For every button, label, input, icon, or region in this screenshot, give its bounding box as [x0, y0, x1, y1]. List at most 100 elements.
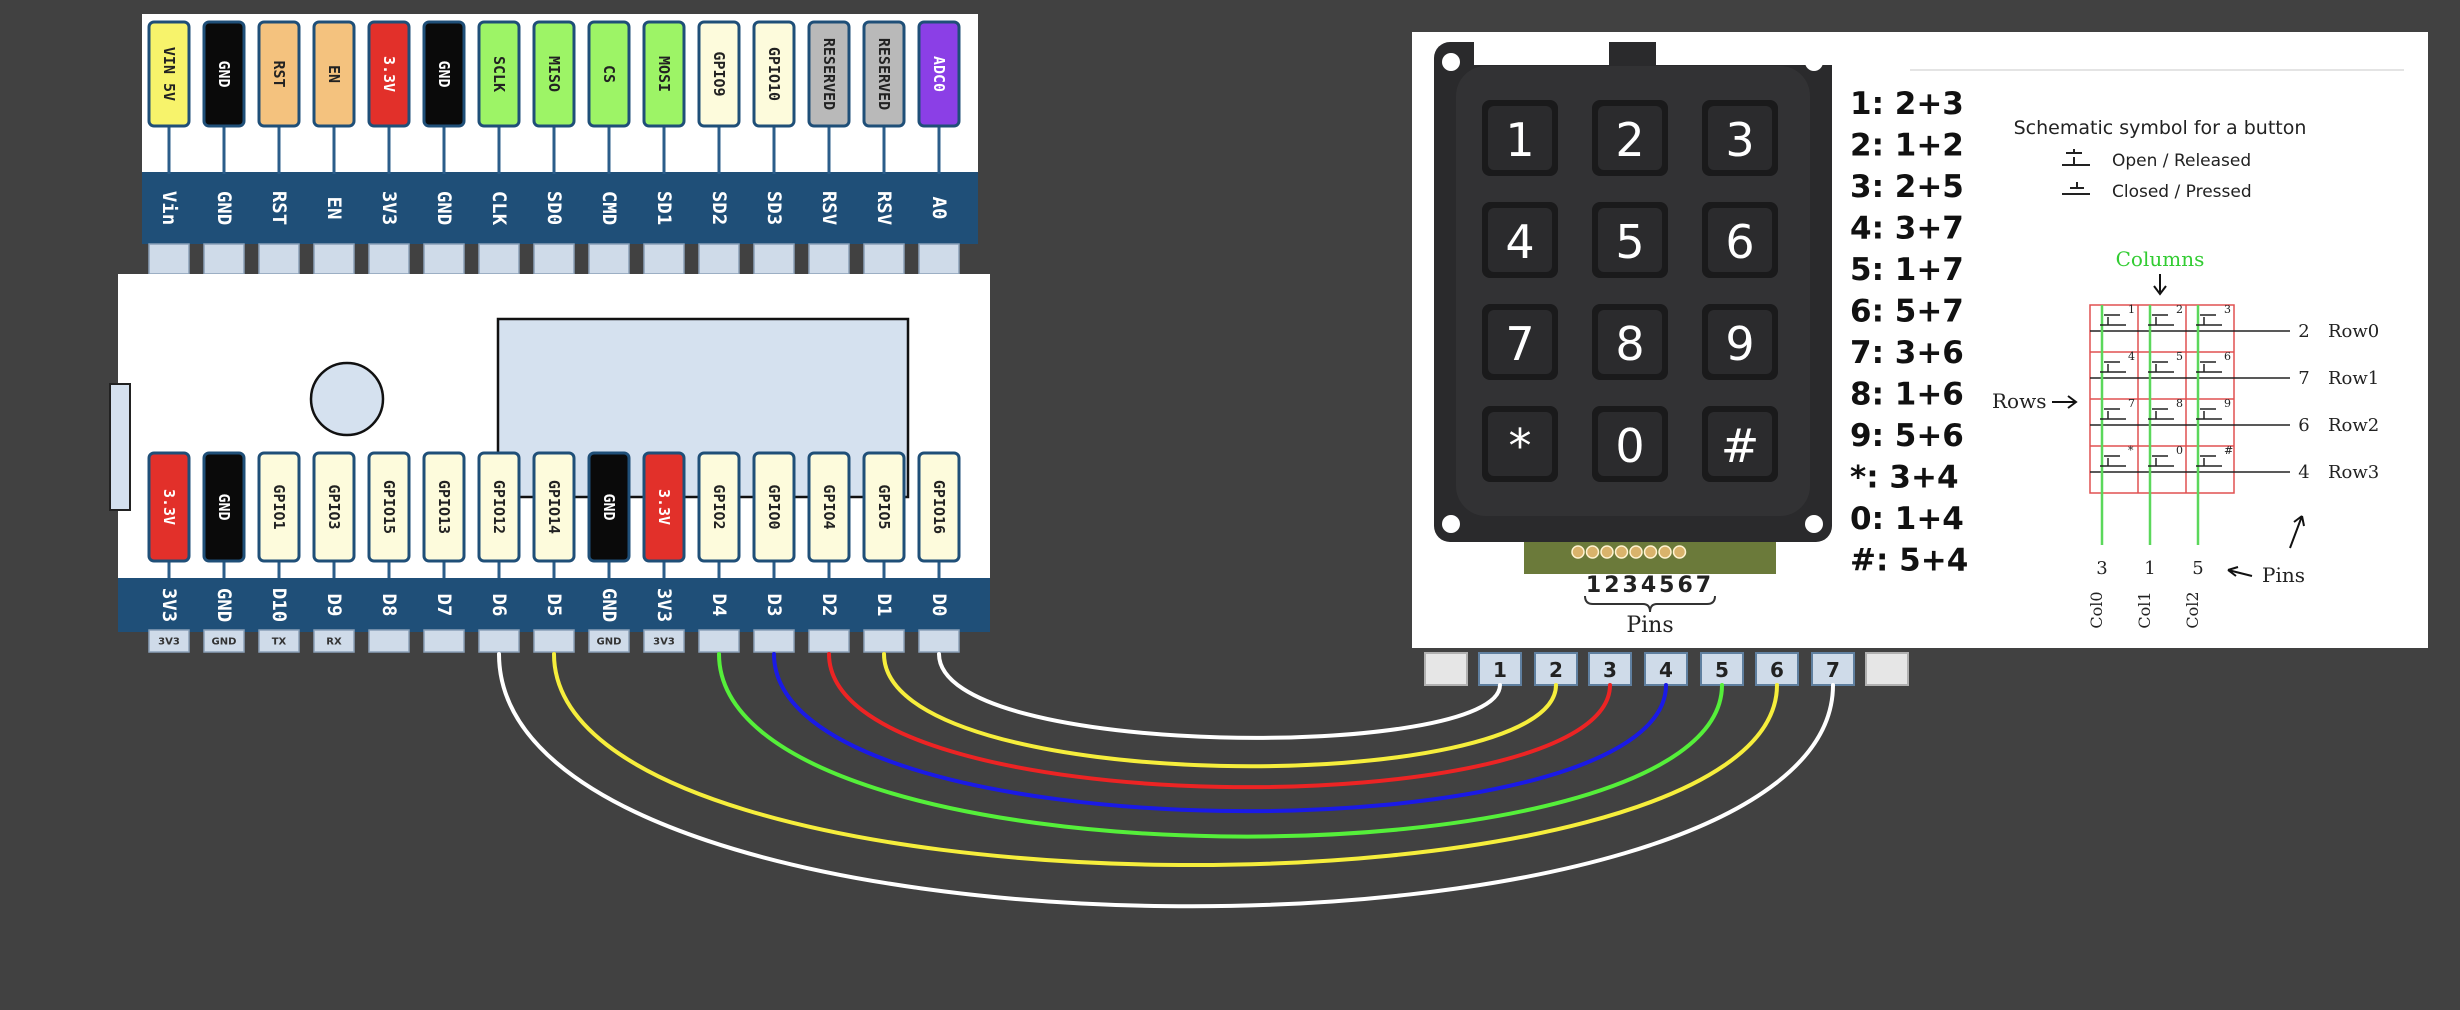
- header-pin-sd0[interactable]: [533, 243, 575, 275]
- schematic-key: 9: [2224, 397, 2231, 410]
- header-pin-3v3[interactable]: [368, 243, 410, 275]
- key-7[interactable]: 7: [1482, 304, 1558, 380]
- socket-label: GND: [212, 637, 237, 648]
- pin-label-d4: D4: [708, 594, 730, 617]
- header-pin-sd1[interactable]: [643, 243, 685, 275]
- pin-label-vin: Vin: [158, 191, 180, 225]
- header-pin-d1[interactable]: [863, 629, 905, 653]
- header-pin-d0[interactable]: [918, 629, 960, 653]
- socket-label: GND: [597, 637, 622, 648]
- header-pin-d8[interactable]: [368, 629, 410, 653]
- chip-label: GPIO15: [380, 480, 398, 534]
- header-pin-a0[interactable]: [918, 243, 960, 275]
- chip-label: ADC0: [930, 56, 948, 92]
- header-pin-vin[interactable]: [148, 243, 190, 275]
- combo-line: 2: 1+2: [1850, 128, 1964, 164]
- chip-label: VIN 5V: [160, 47, 178, 101]
- keypad-connector-pin-2[interactable]: 2: [1534, 652, 1578, 686]
- keypad-connector-pin-7[interactable]: 7: [1811, 652, 1855, 686]
- keypad-connector-pin-5[interactable]: 5: [1700, 652, 1744, 686]
- key-1[interactable]: 1: [1482, 100, 1558, 176]
- keypad-connector-pin-3[interactable]: 3: [1588, 652, 1632, 686]
- keypad-connector-pin-6[interactable]: 6: [1755, 652, 1799, 686]
- keypad-connector-pin-1[interactable]: 1: [1478, 652, 1522, 686]
- key-5[interactable]: 5: [1592, 202, 1668, 278]
- key-label: 1: [1505, 113, 1534, 167]
- header-pin-cmd[interactable]: [588, 243, 630, 275]
- keypad-connector-pin-4[interactable]: 4: [1644, 652, 1688, 686]
- chip-label: GND: [215, 60, 233, 87]
- connector-pin-label: 1: [1493, 658, 1507, 682]
- closed-label: Closed / Pressed: [2112, 182, 2252, 202]
- row-pin: 7: [2298, 368, 2309, 389]
- row-name: Row3: [2328, 462, 2379, 483]
- header-pin-sd3[interactable]: [753, 243, 795, 275]
- top-header-label-strip: [142, 172, 978, 244]
- pin-label-d3: D3: [763, 594, 785, 617]
- header-pin-gnd[interactable]: [588, 629, 630, 653]
- header-pin-d6[interactable]: [478, 629, 520, 653]
- key-9[interactable]: 9: [1702, 304, 1778, 380]
- key-hash[interactable]: #: [1702, 406, 1778, 482]
- key-label: #: [1721, 419, 1760, 473]
- header-pin-3v3[interactable]: [148, 629, 190, 653]
- header-pin-d4[interactable]: [698, 629, 740, 653]
- key-label: 5: [1615, 215, 1644, 269]
- schematic-key: 1: [2128, 303, 2135, 316]
- pins-brace: [1584, 595, 1716, 613]
- header-pin-sd2[interactable]: [698, 243, 740, 275]
- header-pin-clk[interactable]: [478, 243, 520, 275]
- chip-label: GPIO16: [930, 480, 948, 534]
- schematic-key: *: [2128, 444, 2134, 457]
- chip-miso: MISO: [532, 20, 576, 174]
- header-pin-gnd[interactable]: [423, 243, 465, 275]
- chip-label: 3.3V: [380, 56, 398, 92]
- chip-label: RESERVED: [820, 38, 838, 110]
- schematic-key: 8: [2176, 397, 2183, 410]
- schematic-button: 8: [2148, 397, 2183, 420]
- pin-label-sd1: SD1: [653, 191, 675, 225]
- key-0[interactable]: 0: [1592, 406, 1668, 482]
- key-label: 4: [1505, 215, 1534, 269]
- header-pin-d2[interactable]: [808, 629, 850, 653]
- header-pin-d5[interactable]: [533, 629, 575, 653]
- header-pin-3v3[interactable]: [643, 629, 685, 653]
- key-label: 3: [1725, 113, 1754, 167]
- schematic-key: 2: [2176, 303, 2183, 316]
- chip-gpio3: GPIO3: [312, 451, 356, 580]
- header-pin-d10[interactable]: [258, 629, 300, 653]
- keypad-connector-blank[interactable]: [1424, 652, 1468, 686]
- header-pin-rst[interactable]: [258, 243, 300, 275]
- combo-line: 0: 1+4: [1850, 501, 1964, 537]
- chip-en: EN: [312, 20, 356, 174]
- key-4[interactable]: 4: [1482, 202, 1558, 278]
- key-star[interactable]: *: [1482, 406, 1558, 482]
- header-pin-d7[interactable]: [423, 629, 465, 653]
- header-pin-rsv[interactable]: [808, 243, 850, 275]
- header-pin-d9[interactable]: [313, 629, 355, 653]
- header-pin-rsv[interactable]: [863, 243, 905, 275]
- key-8[interactable]: 8: [1592, 304, 1668, 380]
- keypad-pin-numbers: 1234567: [1586, 573, 1714, 598]
- chip-label: GPIO1: [270, 484, 288, 529]
- reset-button[interactable]: [309, 361, 385, 437]
- header-pin-gnd[interactable]: [203, 629, 245, 653]
- pin-label-cmd: CMD: [598, 191, 620, 225]
- pin-label-d0: D0: [928, 594, 950, 617]
- schematic-key: #: [2224, 444, 2233, 457]
- pin-label-d1: D1: [873, 594, 895, 617]
- schematic-key: 5: [2176, 350, 2183, 363]
- header-pin-en[interactable]: [313, 243, 355, 275]
- chip-label: 3.3V: [655, 489, 673, 525]
- key-6[interactable]: 6: [1702, 202, 1778, 278]
- chip-label: GND: [600, 493, 618, 520]
- key-2[interactable]: 2: [1592, 100, 1668, 176]
- header-pin-gnd[interactable]: [203, 243, 245, 275]
- chip-gpio16: GPIO16: [917, 451, 961, 580]
- connector-pin-label: 3: [1603, 658, 1617, 682]
- keypad-connector-blank[interactable]: [1865, 652, 1909, 686]
- header-pin-d3[interactable]: [753, 629, 795, 653]
- schematic-button: 9: [2196, 397, 2231, 420]
- wire-d3-to-pin-4: [772, 652, 1668, 814]
- key-3[interactable]: 3: [1702, 100, 1778, 176]
